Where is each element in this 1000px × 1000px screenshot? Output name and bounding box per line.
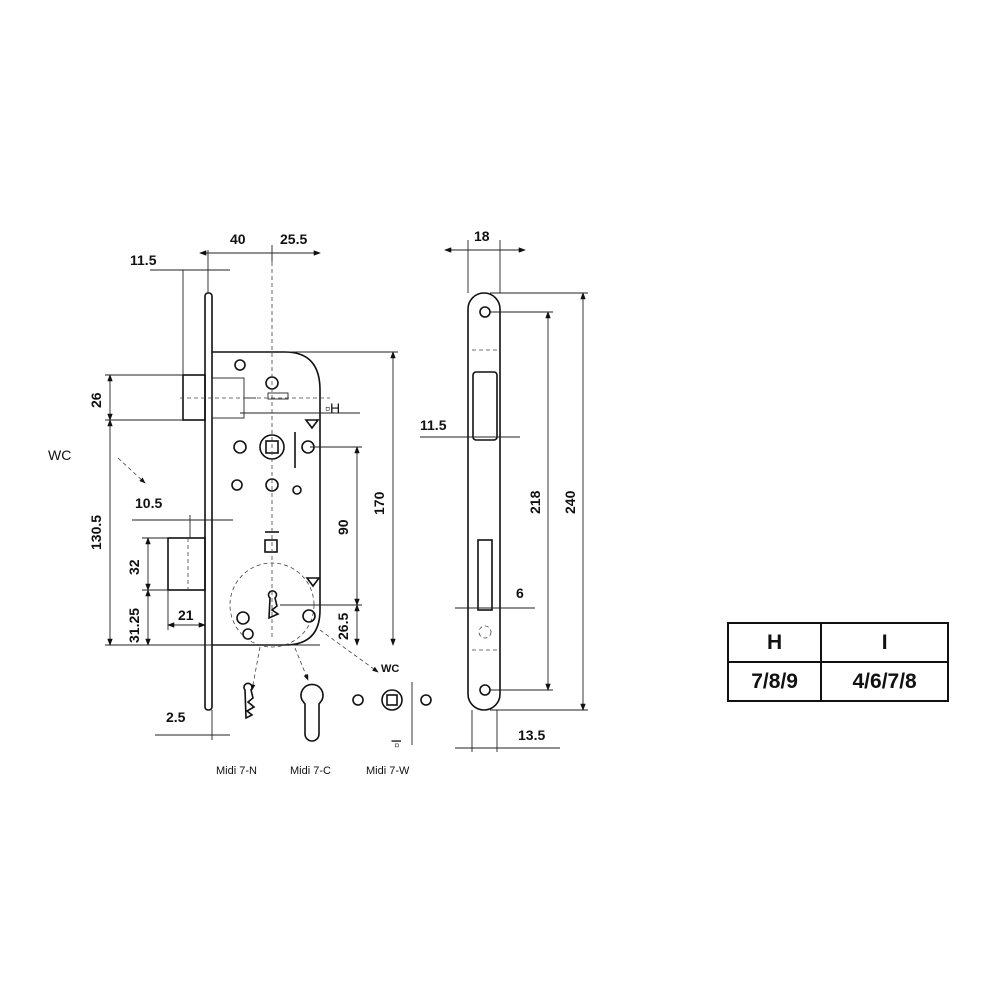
variant-icons: Midi 7-N Midi 7-C Midi 7-W — [216, 682, 432, 777]
wc-rose-left-hole-icon — [352, 694, 364, 706]
dim-25-5: 25.5 — [280, 231, 307, 247]
side-view: 18 11.5 6 13.5 218 240 — [420, 228, 588, 752]
front-view: 11.5 40 25.5 26 WC 10.5 130.5 32 31.25 2… — [48, 231, 432, 777]
front-dimension-labels: 11.5 40 25.5 26 WC 10.5 130.5 32 31.25 2… — [48, 231, 404, 748]
side-dimension-lines — [420, 240, 588, 752]
dim-10-5: 10.5 — [135, 495, 162, 511]
spindle-hub — [233, 376, 315, 492]
dim-32: 32 — [126, 559, 142, 575]
dim-21: 21 — [178, 607, 194, 623]
variant-label-midi-7-n: Midi 7-N — [216, 765, 257, 777]
faceplate — [204, 292, 213, 711]
wc-label: WC — [48, 447, 71, 463]
screws — [231, 359, 321, 640]
side-dimension-labels: 18 11.5 6 13.5 218 240 — [420, 228, 578, 743]
dim-130-5: 130.5 — [88, 515, 104, 550]
front-dimension-lines — [105, 245, 398, 740]
dim-218: 218 — [527, 490, 543, 514]
spec-header-i: I — [820, 622, 949, 663]
dim-170: 170 — [371, 491, 387, 515]
wc-variant-label: WC — [381, 663, 399, 675]
dim-26: 26 — [88, 392, 104, 408]
spec-table-value-row: 7/8/9 4/6/7/8 — [726, 661, 949, 702]
dim-2-5: 2.5 — [166, 709, 186, 725]
spec-value-h: 7/8/9 — [726, 661, 823, 702]
dim-11-5: 11.5 — [130, 252, 157, 268]
lock-case — [212, 351, 321, 646]
spec-table: H I 7/8/9 4/6/7/8 — [726, 622, 949, 702]
variant-label-midi-7-w: Midi 7-W — [366, 765, 410, 777]
dim-13-5: 13.5 — [518, 727, 545, 743]
dim-31-25: 31.25 — [126, 608, 142, 643]
wc-rose-right-hole-icon — [420, 694, 432, 706]
dim-240: 240 — [562, 490, 578, 514]
wc-rose-icon — [381, 689, 403, 711]
dim-18: 18 — [474, 228, 490, 244]
keyhole-icon — [243, 682, 256, 720]
dim-side-11-5: 11.5 — [420, 417, 447, 433]
spec-value-i: 4/6/7/8 — [820, 661, 949, 702]
spindle-size-label: ▫H — [325, 400, 340, 416]
spec-header-h: H — [726, 622, 823, 663]
deadbolt — [167, 537, 206, 591]
dim-40: 40 — [230, 231, 246, 247]
euro-cylinder-icon — [300, 683, 324, 742]
spec-table-header-row: H I — [726, 622, 949, 663]
variant-label-midi-7-c: Midi 7-C — [290, 765, 331, 777]
dim-6: 6 — [516, 585, 524, 601]
wc-square-label: ▫I — [388, 739, 404, 748]
dim-26-5: 26.5 — [335, 613, 351, 640]
dim-90: 90 — [335, 519, 351, 535]
side-faceplate — [467, 292, 501, 711]
